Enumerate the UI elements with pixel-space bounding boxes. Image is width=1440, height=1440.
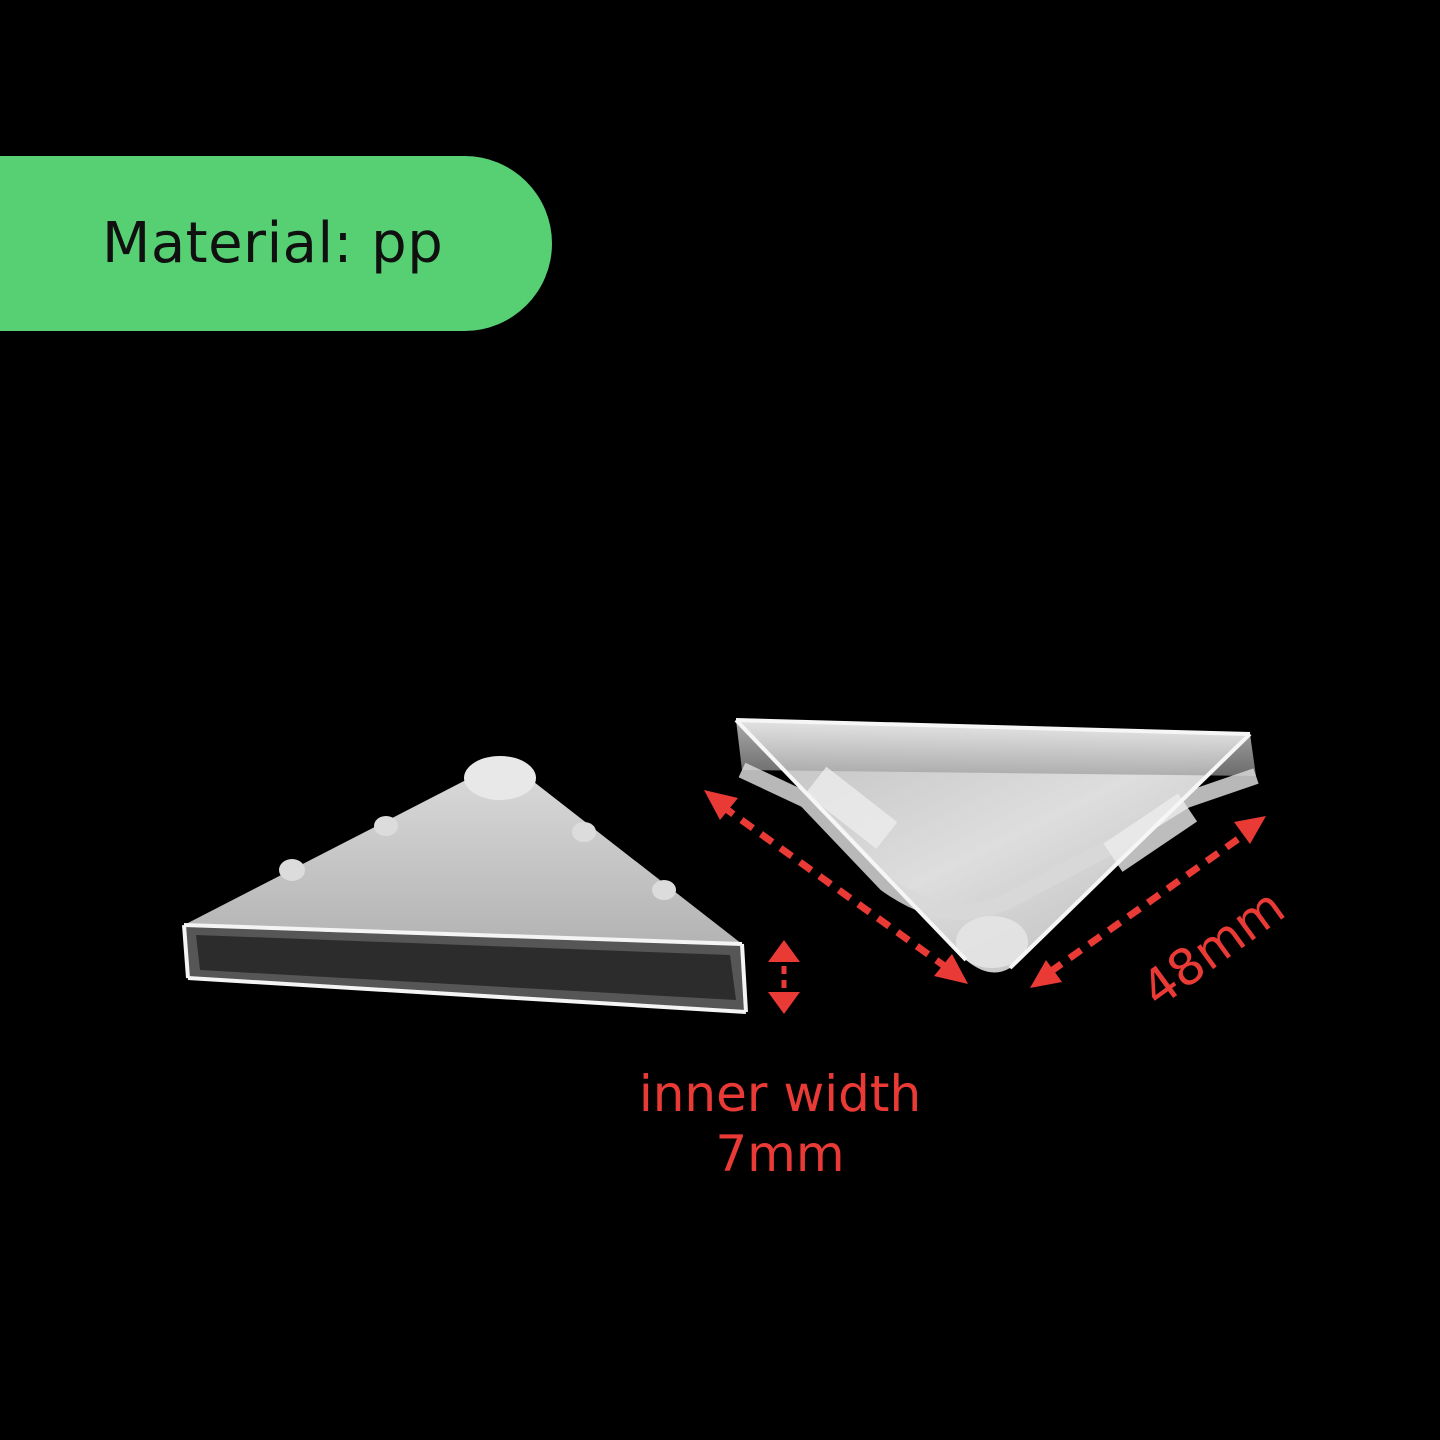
- inner-width-arrow: [768, 940, 800, 1014]
- right-protector-corner-tip: [956, 916, 1028, 968]
- left-corner-protector: [182, 756, 748, 1014]
- left-protector-apex-knob: [464, 756, 536, 800]
- right-corner-protector: [734, 718, 1259, 973]
- right-protector-top-face: [736, 720, 1250, 973]
- left-protector-edge: [182, 923, 748, 1014]
- left-protector-top-face: [184, 765, 742, 944]
- left-protector-bump: [652, 880, 676, 900]
- left-protector-bump: [572, 822, 596, 842]
- left-protector-bump: [279, 859, 305, 881]
- right-protector-rib: [805, 766, 898, 849]
- material-label: Material: pp: [102, 211, 444, 276]
- material-badge: Material: pp: [0, 156, 552, 331]
- inner-width-caption: inner width 7mm: [620, 1064, 940, 1184]
- dimension-arrow-left-edge: [704, 790, 968, 984]
- right-protector-back-wall: [736, 720, 1256, 776]
- right-protector-edge: [734, 718, 1252, 970]
- right-protector-inner-edge: [738, 762, 1259, 920]
- inner-width-label: inner width: [638, 1065, 922, 1123]
- inner-width-value: 7mm: [715, 1125, 845, 1183]
- left-protector-bump: [374, 816, 398, 836]
- left-protector-inner-slot: [196, 935, 736, 1000]
- dimension-arrow-right-edge: [1030, 816, 1266, 988]
